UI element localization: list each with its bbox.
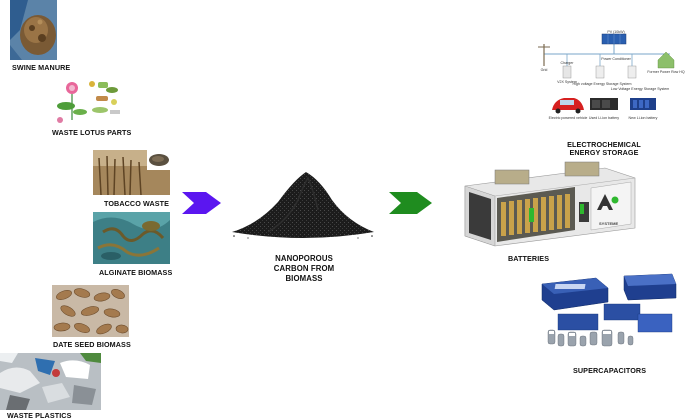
grid-pv-label: PV (10kW) [607,30,625,34]
battery-brand-text: SYSTEME [599,221,619,226]
waste-lotus-parts-label: WASTE LOTUS PARTS [52,128,132,137]
energy-grid-diagram: PV (10kW) Grid Charger Power Conditioner… [530,30,685,135]
grid-v2x-label: V2X System [557,80,577,84]
supercapacitors-label: SUPERCAPACITORS [573,366,647,375]
waste-lotus-parts-image [52,76,124,126]
carbon-pile-image [232,172,374,239]
tobacco-waste-image [93,150,170,195]
grid-new-battery-label: New Li-ion battery [628,116,658,120]
green-arrow-icon [389,192,432,214]
tobacco-waste-label: TOBACCO WASTE [104,199,170,208]
swine-manure-image [10,0,57,60]
grid-low-voltage-label: Low Voltage Energy Storage System [610,87,670,91]
grid-ev-label: Electric powered vehicle [548,116,588,120]
waste-plastics-label: WASTE PLASTICS [7,411,72,420]
waste-plastics-image [0,353,101,410]
supercapacitors-image [541,273,677,347]
date-seed-biomass-label: DATE SEED BIOMASS [53,340,131,349]
battery-container-image [464,161,636,247]
grid-power-conditioner-label: Power Conditioner [601,57,631,61]
center-label-line-1: NANOPOROUS [275,254,333,263]
alginate-biomass-label: ALGINATE BIOMASS [99,268,173,277]
center-label-line-2: CARBON FROM [273,264,335,273]
swine-manure-label: SWINE MANURE [12,63,71,72]
electrochemical-label-line-2: ENERGY STORAGE [569,148,639,157]
alginate-biomass-image [93,212,170,264]
grid-house-label: Former Power Row HQ [647,70,685,74]
grid-used-battery-label: Used Li-ion battery [588,116,620,120]
batteries-label: BATTERIES [508,254,550,263]
grid-charger-label: Charger [560,61,574,65]
purple-arrow-icon [182,192,221,214]
center-label-line-3: BIOMASS [285,274,323,283]
grid-high-voltage-label: High voltage Energy Storage System [572,82,632,86]
date-seed-biomass-image [52,285,129,337]
electrochemical-label-line-1: ELECTROCHEMICAL [567,140,641,149]
grid-grid-label: Grid [540,68,548,72]
